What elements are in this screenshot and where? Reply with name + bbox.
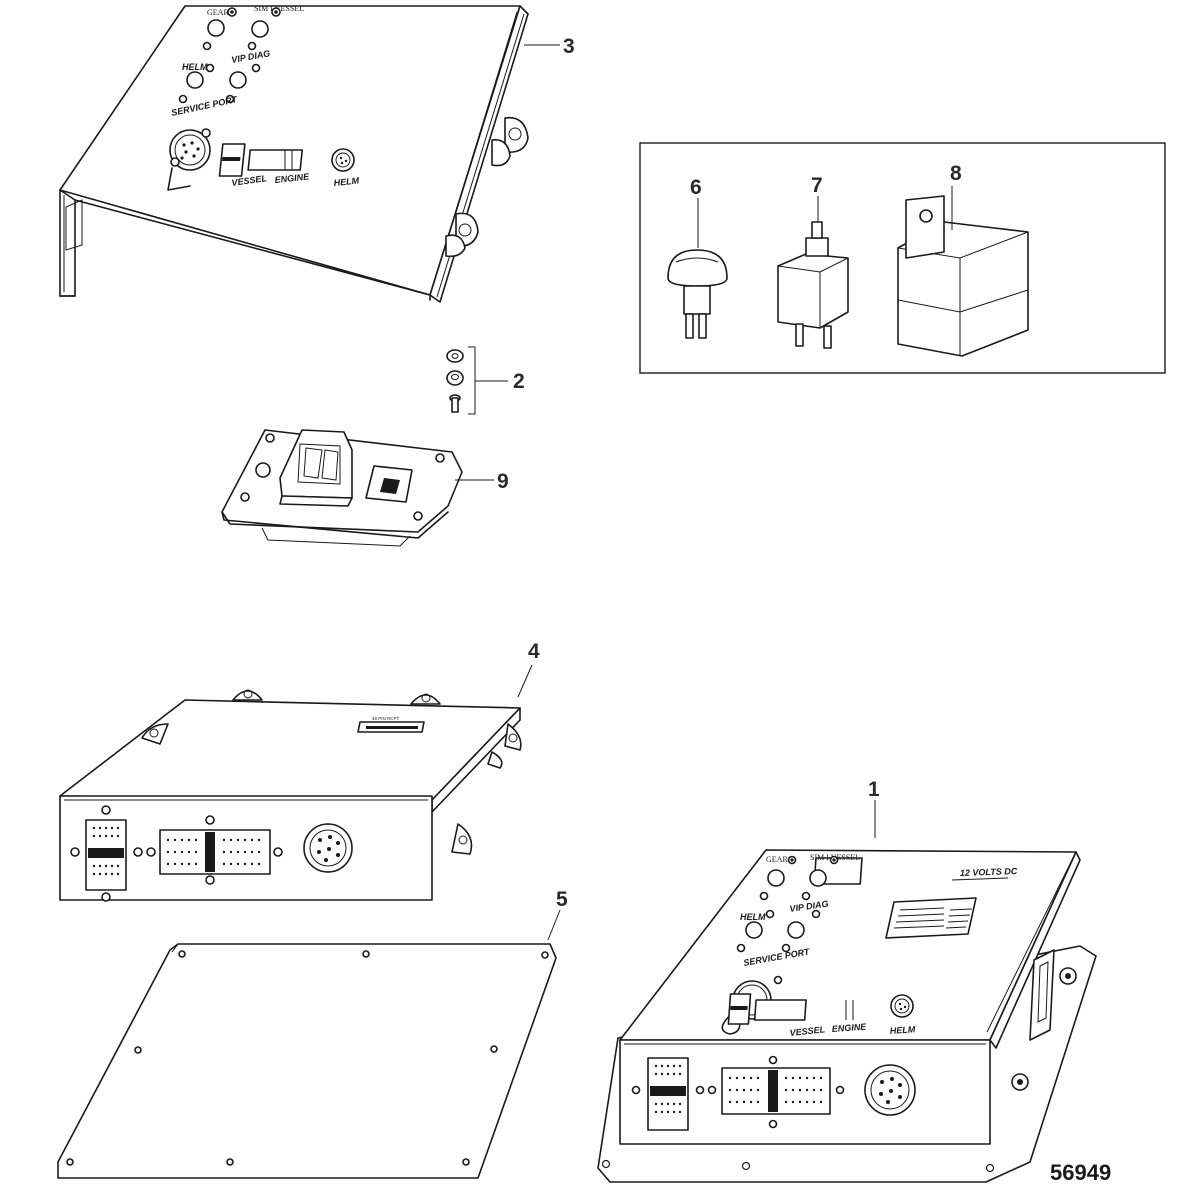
cover-engine-connector	[247, 149, 304, 171]
unit-helm-connector	[890, 994, 914, 1018]
unit-vessel-label: VESSEL	[789, 1024, 825, 1038]
unit-front-round-connector	[864, 1064, 916, 1116]
unit-voltage-label: 12 VOLTS DC	[960, 866, 1018, 878]
unit-engine-label: ENGINE	[831, 1022, 867, 1034]
cover-vessel-label: VESSEL	[231, 173, 268, 188]
unit-front-left-connector	[647, 1057, 689, 1131]
cover-service-port	[167, 128, 211, 191]
module-helm-round-connector	[303, 823, 353, 873]
callout-9: 9	[497, 470, 509, 493]
callout-6: 6	[690, 176, 702, 199]
module-engine-connector	[159, 829, 271, 875]
callout-3: 3	[563, 35, 575, 58]
callout-4: 4	[528, 640, 540, 663]
part-3-cover: GEAR SIM I VESSEL HELM VIP DIAG SERVICE …	[59, 4, 575, 303]
cover-gear-label: GEAR	[207, 8, 229, 17]
part-6-push-button	[667, 198, 728, 339]
cover-engine-label: ENGINE	[274, 171, 310, 185]
unit-helm-label: HELM	[740, 912, 766, 922]
cover-helm-label: HELM	[182, 62, 208, 72]
callout-8: 8	[950, 162, 962, 185]
unit-helm-connector-label: HELM	[889, 1024, 916, 1036]
cover-indicator-holes	[178, 7, 281, 104]
parts-6-7-8-box: 6 7 8	[639, 142, 1166, 374]
unit-vessel-connector	[727, 993, 752, 1025]
part-7-toggle-switch	[777, 196, 849, 349]
part-9-circuit-board: 9	[221, 429, 509, 547]
unit-front-center-connector	[721, 1067, 831, 1115]
cover-helm-connector-label: HELM	[333, 175, 360, 188]
cover-helm-connector	[331, 148, 355, 172]
module-vessel-connector	[85, 819, 127, 891]
unit-indicator-holes	[736, 855, 839, 953]
callout-5: 5	[556, 888, 568, 911]
callout-7: 7	[811, 174, 823, 197]
part-2-hardware: 2	[446, 346, 525, 415]
part-8-relay	[897, 186, 1029, 357]
unit-gear-label: GEAR	[766, 855, 788, 864]
cover-vessel-connector	[218, 143, 246, 177]
part-1-assembly: 12 VOLTS DC GEAR SIM I VESSEL	[597, 778, 1097, 1183]
module-48-pin-label: 48 PIN RCPT	[372, 716, 400, 721]
unit-engine-connector	[753, 999, 854, 1021]
figure-number: 56949	[1050, 1160, 1111, 1185]
part-4-control-module: 48 PIN RCPT	[59, 640, 540, 902]
callout-1: 1	[868, 778, 880, 801]
callout-2: 2	[513, 370, 525, 393]
part-5-base-plate: 5	[57, 888, 568, 1179]
